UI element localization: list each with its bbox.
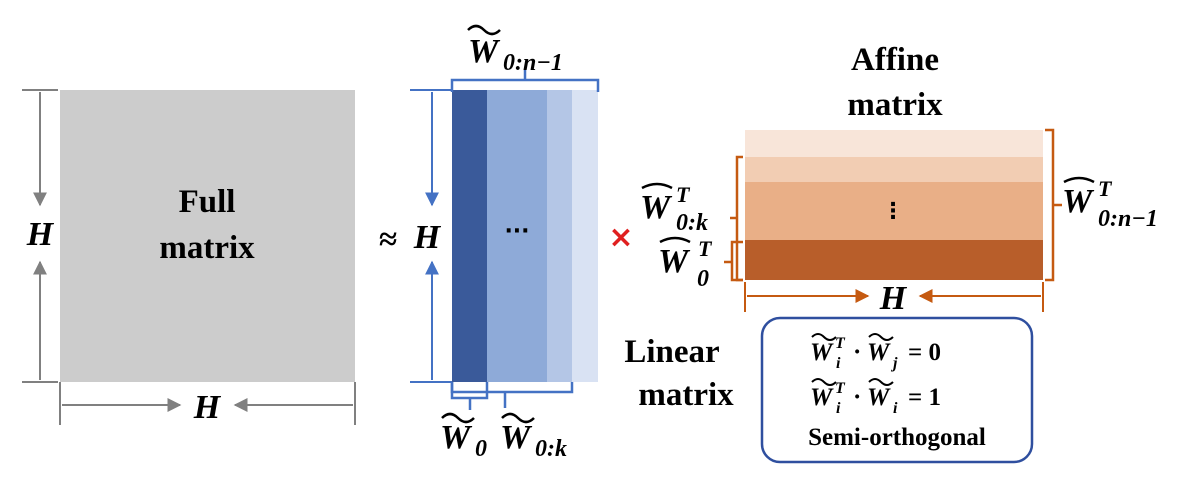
linear-bottom-label-w0k-base: W (500, 419, 533, 456)
linear-column-3 (547, 90, 572, 382)
times-symbol: × (608, 220, 633, 255)
eq2-dot: · (853, 384, 861, 411)
affine-row-2 (745, 157, 1043, 182)
affine-width-dimension (744, 282, 1044, 312)
full-matrix-block (60, 90, 355, 382)
full-matrix-width-label: H (193, 389, 222, 426)
eq2-left-sup: T (835, 380, 846, 397)
linear-matrix-group: ··· H W 0:n−1 W 0 W 0:k Lin (410, 24, 734, 462)
affine-left-brace-w0 (724, 240, 743, 282)
affine-row-1 (745, 130, 1043, 157)
linear-height-label: H (413, 219, 442, 256)
linear-top-label-tilde (467, 24, 501, 36)
eq1-left-sub: i (836, 355, 841, 372)
affine-left-label-w0-base: W (658, 243, 691, 280)
approx-symbol: ≈ (379, 222, 397, 258)
constraints-caption: Semi-orthogonal (808, 424, 986, 451)
eq2-right-sub: i (893, 400, 898, 417)
linear-top-brace (450, 70, 600, 92)
affine-left-label-w0-sub: 0 (697, 266, 709, 292)
linear-bottom-label-w0-base: W (440, 419, 473, 456)
linear-top-label-base: W (468, 33, 501, 70)
eq2-value: = 1 (908, 384, 941, 411)
linear-bottom-label-w0-tilde (441, 412, 475, 424)
eq2-right-tilde (868, 378, 894, 386)
eq1-dot: · (853, 339, 861, 366)
full-matrix-width-dimension (59, 382, 356, 425)
linear-bottom-label-w0k-sub: 0:k (535, 436, 567, 462)
affine-left-label-w0k: W T 0:k (640, 182, 708, 236)
affine-left-label-w0k-hat (641, 182, 673, 190)
affine-left-label-w0k-sup: T (676, 182, 691, 207)
eq1-value: = 0 (908, 339, 941, 366)
affine-left-label-w0-hat (659, 236, 691, 244)
affine-matrix-group: Affine matrix ⋮ H W T 0:k W T (640, 42, 1158, 317)
full-matrix-title-line2: matrix (159, 230, 255, 266)
linear-bottom-label-w0k: W 0:k (500, 412, 567, 462)
constraint-orthogonal-equation: W T i · W j = 0 (810, 333, 941, 372)
linear-ellipsis: ··· (504, 219, 529, 244)
affine-right-label-sub: 0:n−1 (1098, 206, 1158, 232)
affine-left-label-w0k-sub: 0:k (676, 210, 708, 236)
linear-bottom-label-w0k-tilde (501, 412, 535, 424)
eq2-left-tilde (811, 378, 837, 386)
linear-height-dimension (410, 89, 452, 383)
affine-row-3 (745, 182, 1043, 240)
affine-title-line2: matrix (847, 87, 943, 123)
affine-right-label-hat (1063, 176, 1095, 184)
affine-left-label-w0-sup: T (698, 236, 713, 261)
affine-row-4 (745, 240, 1043, 280)
linear-column-4 (572, 90, 598, 382)
full-matrix-height-dimension (22, 89, 58, 383)
linear-column-1 (452, 90, 487, 382)
affine-right-label: W T 0:n−1 (1062, 176, 1158, 232)
affine-right-label-base: W (1062, 183, 1095, 220)
eq1-right-base: W (867, 339, 891, 366)
constraints-box: W T i · W j = 0 W T i · W i = 1 Semi-ort… (760, 316, 1034, 464)
full-matrix-title-line1: Full (179, 184, 236, 220)
affine-right-brace (1045, 128, 1062, 282)
eq1-left-sup: T (835, 335, 846, 352)
linear-top-label-sub: 0:n−1 (503, 50, 563, 76)
affine-left-label-w0k-base: W (640, 189, 673, 226)
eq2-right-base: W (867, 384, 891, 411)
affine-left-label-w0: W T 0 (658, 236, 713, 292)
eq1-left-base: W (810, 339, 834, 366)
affine-title-line1: Affine (851, 42, 939, 78)
linear-title-line2: matrix (638, 377, 734, 413)
eq1-right-sub: j (890, 355, 898, 372)
linear-bottom-brace-w0 (450, 382, 489, 410)
eq1-right-tilde (868, 333, 894, 341)
constraint-normal-equation: W T i · W i = 1 (810, 378, 941, 417)
linear-top-label: W 0:n−1 (467, 24, 563, 76)
full-matrix-group: Full matrix H H (22, 89, 356, 426)
linear-bottom-brace-w0k (450, 382, 574, 408)
affine-width-label: H (879, 280, 908, 317)
affine-ellipsis: ⋮ (882, 199, 904, 224)
constraints-box-border (760, 316, 1034, 464)
eq2-left-base: W (810, 384, 834, 411)
affine-right-label-sup: T (1098, 176, 1113, 201)
linear-title-line1: Linear (624, 334, 719, 370)
full-matrix-height-label: H (26, 216, 55, 253)
linear-column-2 (487, 90, 547, 382)
linear-bottom-label-w0-sub: 0 (475, 436, 487, 462)
eq2-left-sub: i (836, 400, 841, 417)
linear-bottom-label-w0: W 0 (440, 412, 487, 462)
eq1-left-tilde (811, 333, 837, 341)
